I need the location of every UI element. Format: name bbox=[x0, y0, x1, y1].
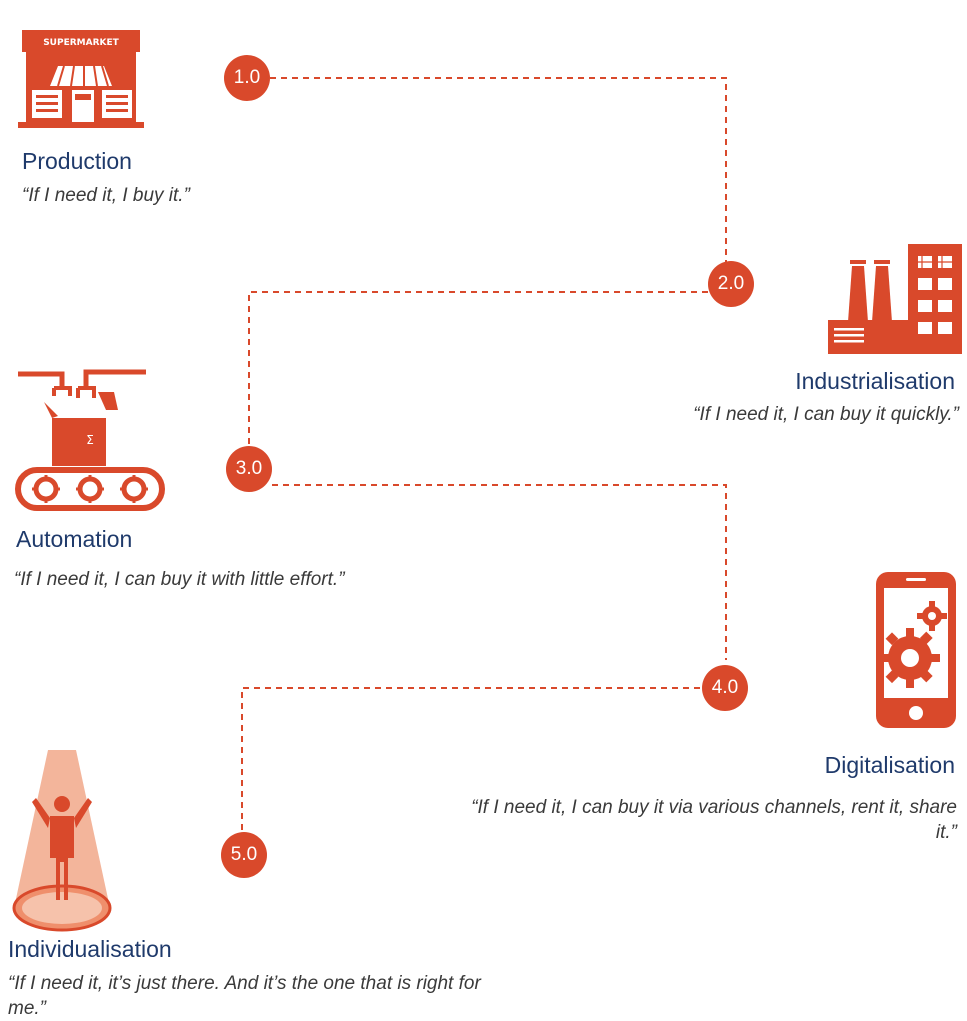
stage-quote-production: “If I need it, I buy it.” bbox=[22, 185, 190, 206]
spotlight-person-icon bbox=[12, 750, 112, 932]
stage-quote-individualisation: “If I need it, it’s just there. And it’s… bbox=[8, 973, 481, 1019]
stage-quote-automation: “If I need it, I can buy it with little … bbox=[14, 569, 345, 590]
connector-3-4 bbox=[272, 484, 727, 660]
stage-title-production: Production bbox=[22, 148, 132, 174]
smartphone-gear-icon bbox=[876, 572, 956, 728]
stage-title-individualisation: Individualisation bbox=[8, 936, 172, 962]
stage-quote-industrialisation: “If I need it, I can buy it quickly.” bbox=[693, 404, 959, 425]
stage-title-automation: Automation bbox=[16, 526, 133, 552]
stage-node-2: 2.0 bbox=[708, 261, 754, 307]
stage-node-4: 4.0 bbox=[702, 665, 748, 711]
svg-text:Σ: Σ bbox=[86, 433, 94, 447]
stage-node-1: 1.0 bbox=[224, 55, 270, 101]
stage-node-5: 5.0 bbox=[221, 832, 267, 878]
stage-quote-digitalisation: “If I need it, I can buy it via various … bbox=[471, 797, 957, 843]
supermarket-icon: SUPERMARKET bbox=[18, 30, 144, 128]
connector-4-5 bbox=[241, 687, 700, 830]
connector-2-3 bbox=[248, 291, 708, 455]
supermarket-sign: SUPERMARKET bbox=[43, 38, 119, 48]
conveyor-robot-icon: Σ bbox=[15, 369, 165, 511]
stage-title-digitalisation: Digitalisation bbox=[824, 752, 955, 778]
connector-1-2 bbox=[270, 77, 727, 265]
factory-icon bbox=[828, 244, 962, 354]
stage-title-industrialisation: Industrialisation bbox=[795, 368, 955, 394]
stage-node-3: 3.0 bbox=[226, 446, 272, 492]
